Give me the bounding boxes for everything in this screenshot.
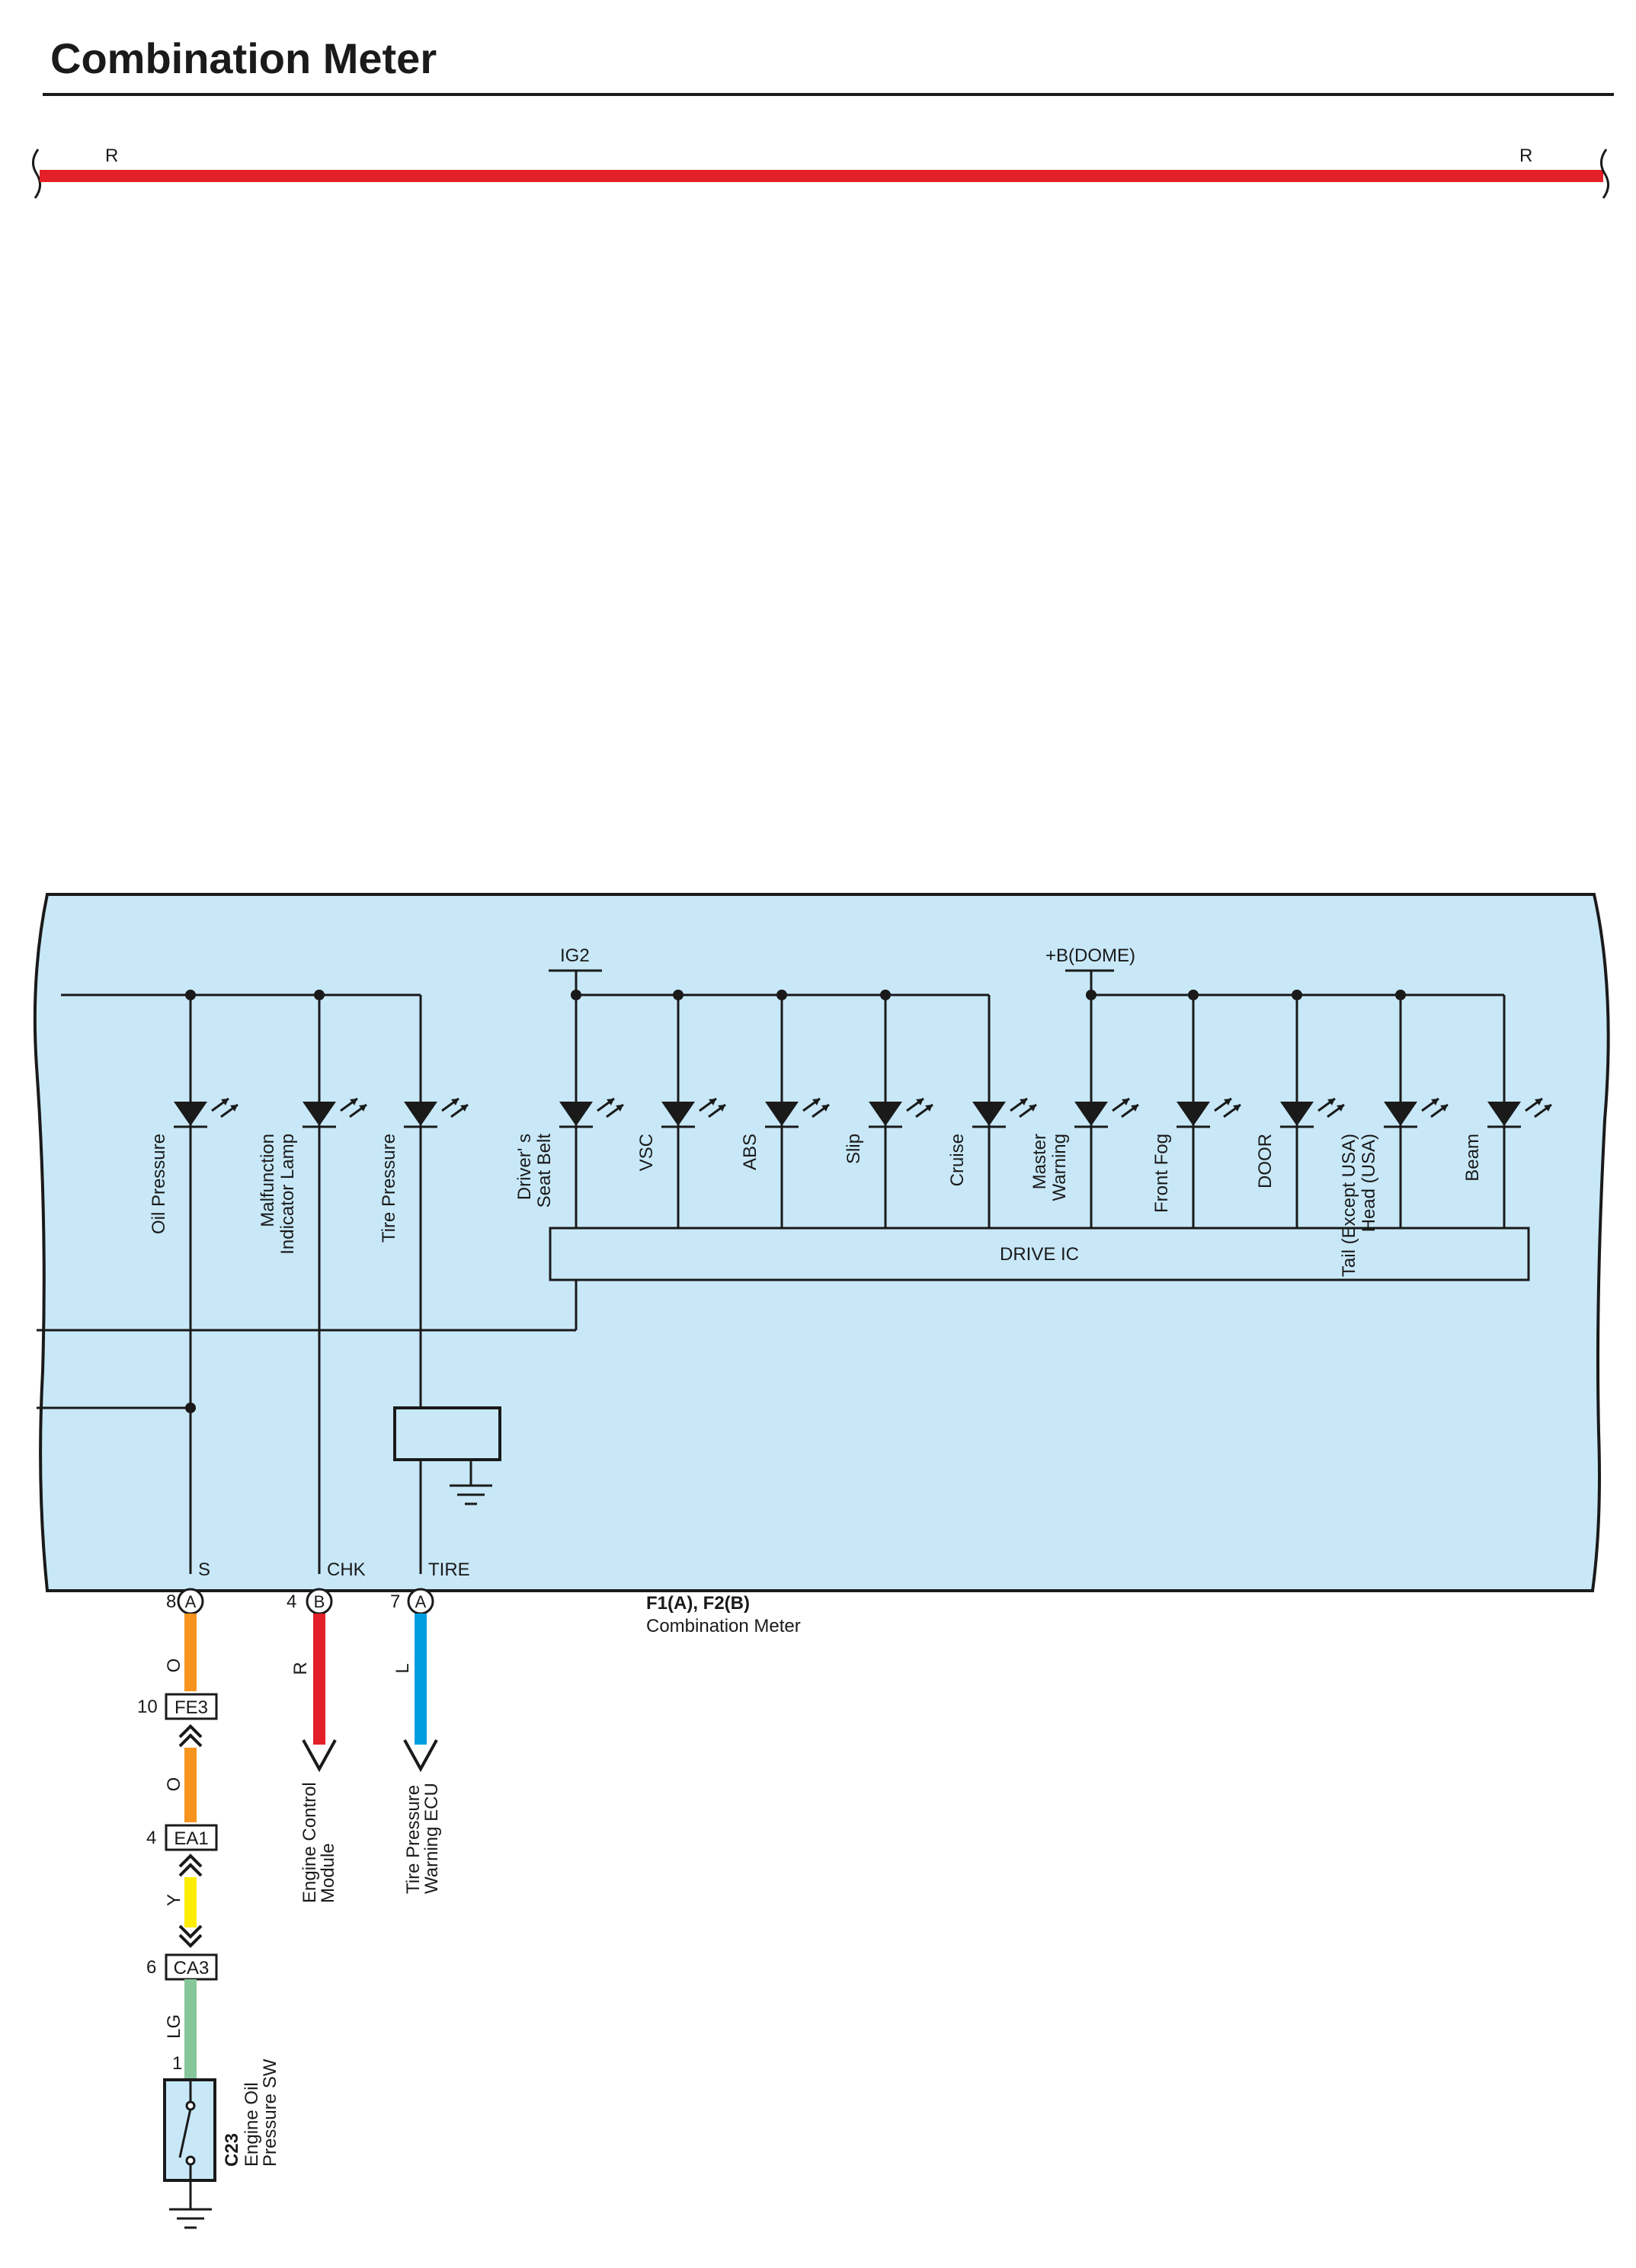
led-icon <box>1487 1097 1552 1128</box>
wire-s-color-4: LG <box>164 2014 184 2039</box>
fe3-pin: 10 <box>137 1697 158 1717</box>
lamp-label: Indicator Lamp <box>277 1134 298 1255</box>
lamp-label: Master <box>1029 1134 1050 1189</box>
lamp-label: Beam <box>1462 1134 1483 1182</box>
lamp-label: Slip <box>844 1134 864 1164</box>
led-icon <box>174 1097 239 1128</box>
ca3-connector-box <box>165 1953 218 1981</box>
drive-ic-box <box>549 1227 1530 1281</box>
bus-break-right-icon <box>1600 149 1609 199</box>
oil-switch-ground-icon <box>169 2180 212 2229</box>
ea1-pin: 4 <box>146 1828 156 1848</box>
ig2-label: IG2 <box>560 945 590 966</box>
tire-dest-1: Tire Pressure <box>403 1785 424 1894</box>
chk-dest-1: Engine Control <box>299 1782 320 1903</box>
junction-dots <box>185 990 1406 1413</box>
ca3-label: CA3 <box>174 1958 210 1979</box>
oil-switch-name-2: Pressure SW <box>260 2058 280 2167</box>
led-icon <box>972 1097 1037 1128</box>
fe3-mating-chevron-icon <box>178 1724 203 1748</box>
led-icon <box>765 1097 830 1128</box>
lamp-label: Malfunction <box>258 1134 278 1227</box>
lamp-label: ABS <box>740 1134 760 1170</box>
led-icon <box>404 1097 469 1128</box>
bus-break-left-icon <box>32 149 41 199</box>
led-icon <box>661 1097 726 1128</box>
led-icon <box>303 1097 367 1128</box>
chk-arrow-icon <box>302 1739 337 1773</box>
tire-arrow-icon <box>403 1739 438 1773</box>
connector-letter-s: A <box>185 1592 197 1611</box>
wire-chk-color: R <box>290 1662 311 1675</box>
oil-pressure-switch-icon <box>178 2080 196 2180</box>
pin-number-tire: 7 <box>390 1591 400 1612</box>
led-icon <box>869 1097 933 1128</box>
wire-s-color-2: O <box>164 1777 184 1792</box>
led-icon <box>1074 1097 1139 1128</box>
lamp-label: Head (USA) <box>1359 1134 1379 1232</box>
terminal-pins: 8 A 4 B 7 A <box>166 1588 434 1615</box>
ca3-mating-chevron-icon <box>178 1924 203 1948</box>
page-title: Combination Meter <box>50 34 437 82</box>
wire-s-color-3: Y <box>164 1894 184 1906</box>
connector-letter-chk: B <box>314 1592 325 1611</box>
lamp-label: Front Fog <box>1151 1134 1172 1213</box>
ca3-pin: 6 <box>146 1957 156 1978</box>
terminal-s-label: S <box>198 1559 210 1580</box>
lamp-label: VSC <box>636 1134 657 1171</box>
meter-connector-id: F1(A), F2(B) <box>646 1593 750 1614</box>
terminal-tire-label: TIRE <box>428 1559 470 1580</box>
ea1-mating-chevron-icon <box>178 1854 203 1877</box>
dome-label: +B(DOME) <box>1045 945 1135 966</box>
lamp-label: Tail (Except USA) <box>1339 1134 1359 1277</box>
top-bus-color-left: R <box>105 146 118 166</box>
lamp-label: DOOR <box>1255 1134 1276 1188</box>
lamp-label: Driver' s <box>514 1134 535 1200</box>
terminal-chk-label: CHK <box>327 1559 366 1580</box>
meter-connector-name: Combination Meter <box>646 1616 801 1636</box>
oil-switch-pin: 1 <box>172 2053 182 2074</box>
led-icon <box>1177 1097 1241 1128</box>
ea1-connector-box <box>165 1824 218 1851</box>
lamp-label: Oil Pressure <box>149 1134 169 1234</box>
tire-pressure-module-box <box>393 1406 501 1461</box>
fe3-label: FE3 <box>174 1697 208 1718</box>
ea1-label: EA1 <box>174 1828 208 1849</box>
oil-switch-id: C23 <box>222 2133 242 2167</box>
drive-ic-label: DRIVE IC <box>1000 1244 1079 1265</box>
tire-dest-2: Warning ECU <box>421 1783 442 1894</box>
led-icon <box>1384 1097 1449 1128</box>
connector-letter-tire: A <box>415 1592 427 1611</box>
wire-tire-color: L <box>392 1663 413 1673</box>
lamp-label: Cruise <box>947 1134 968 1186</box>
led-icon <box>1280 1097 1345 1128</box>
led-icon <box>559 1097 624 1128</box>
lamp-label: Warning <box>1049 1134 1070 1201</box>
lamp-label: Tire Pressure <box>379 1134 399 1243</box>
wire-s-color-1: O <box>164 1659 184 1673</box>
chk-dest-2: Module <box>318 1843 338 1903</box>
pin-number-chk: 4 <box>287 1591 296 1612</box>
fe3-connector-box <box>165 1693 218 1720</box>
pin-number-s: 8 <box>166 1591 176 1612</box>
lamp-label: Seat Belt <box>534 1134 555 1208</box>
top-bus-color-right: R <box>1519 146 1532 166</box>
oil-switch-name-1: Engine Oil <box>242 2082 262 2167</box>
